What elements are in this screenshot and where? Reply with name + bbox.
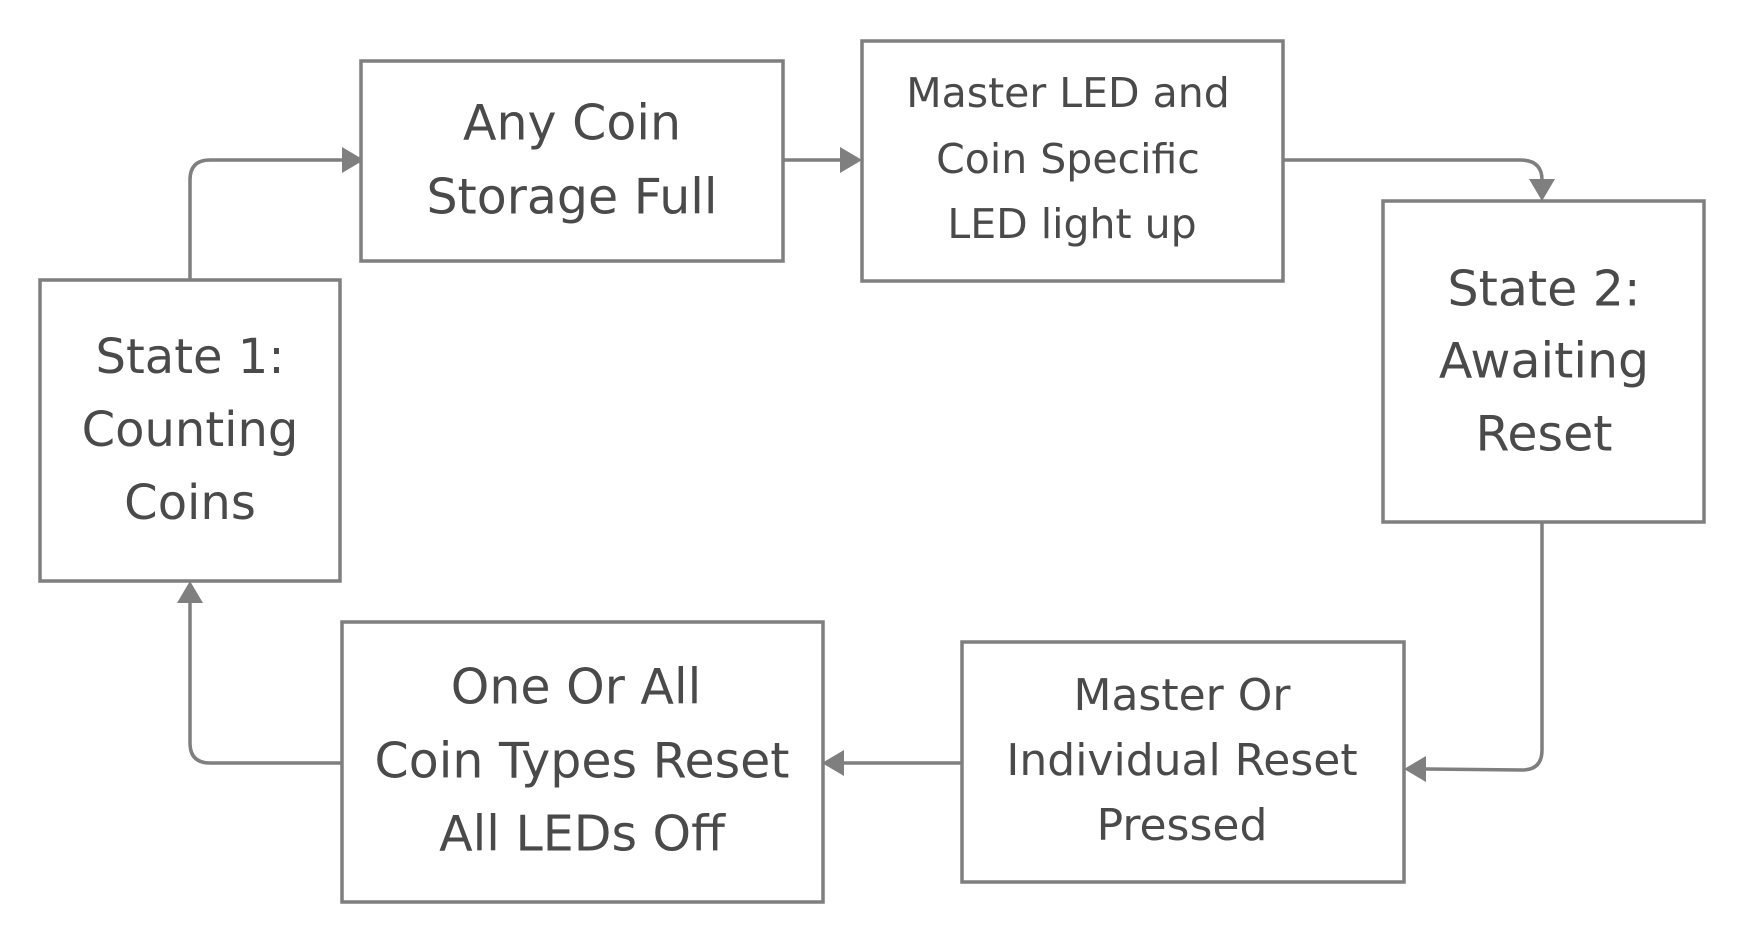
edge-reset-done-to-state1 <box>177 581 342 765</box>
node-state-2-line-1: State 2: <box>1448 261 1641 318</box>
arrowhead-icon <box>342 147 364 173</box>
node-state-2: State 2: Awaiting Reset <box>1381 199 1706 524</box>
node-reset-pressed: Master Or Individual Reset Pressed <box>960 640 1406 884</box>
edge-state1-to-storage-full <box>188 147 364 280</box>
edge-reset-pressed-to-reset-done <box>822 750 962 776</box>
arrowhead-icon <box>177 581 203 603</box>
node-state-1: State 1: Counting Coins <box>38 278 342 583</box>
node-reset-pressed-line-1: Master Or <box>1074 670 1292 721</box>
arrowhead-icon <box>1529 179 1555 201</box>
node-reset-pressed-line-2: Individual Reset <box>1006 735 1357 786</box>
node-reset-pressed-line-3: Pressed <box>1097 800 1268 851</box>
edge-state2-to-reset-pressed <box>1404 522 1544 782</box>
node-storage-full: Any Coin Storage Full <box>359 59 785 263</box>
arrowhead-icon <box>822 750 844 776</box>
node-state-2-line-3: Reset <box>1476 406 1613 463</box>
node-storage-full-line-2: Storage Full <box>426 169 717 226</box>
node-reset-done: One Or All Coin Types Reset All LEDs Off <box>340 620 825 904</box>
edges <box>177 147 1555 782</box>
arrowhead-icon <box>1404 756 1426 782</box>
arrowhead-icon <box>840 147 862 173</box>
edge-led-light-to-state2 <box>1283 158 1555 201</box>
node-led-light-up-line-1: Master LED and <box>906 69 1230 117</box>
node-led-light-up-line-2: Coin Specific <box>936 135 1200 183</box>
node-reset-done-line-1: One Or All <box>451 659 701 716</box>
node-reset-done-line-2: Coin Types Reset <box>375 733 790 790</box>
node-led-light-up: Master LED and Coin Specific LED light u… <box>860 39 1285 283</box>
node-storage-full-line-1: Any Coin <box>463 95 681 152</box>
edge-storage-full-to-led-light <box>783 147 862 173</box>
node-state-1-line-1: State 1: <box>95 329 284 385</box>
node-state-1-line-3: Coins <box>124 475 256 531</box>
node-led-light-up-line-3: LED light up <box>947 200 1196 248</box>
node-state-2-line-2: Awaiting <box>1439 333 1649 390</box>
node-state-1-line-2: Counting <box>82 402 299 458</box>
node-reset-done-line-3: All LEDs Off <box>439 806 726 863</box>
